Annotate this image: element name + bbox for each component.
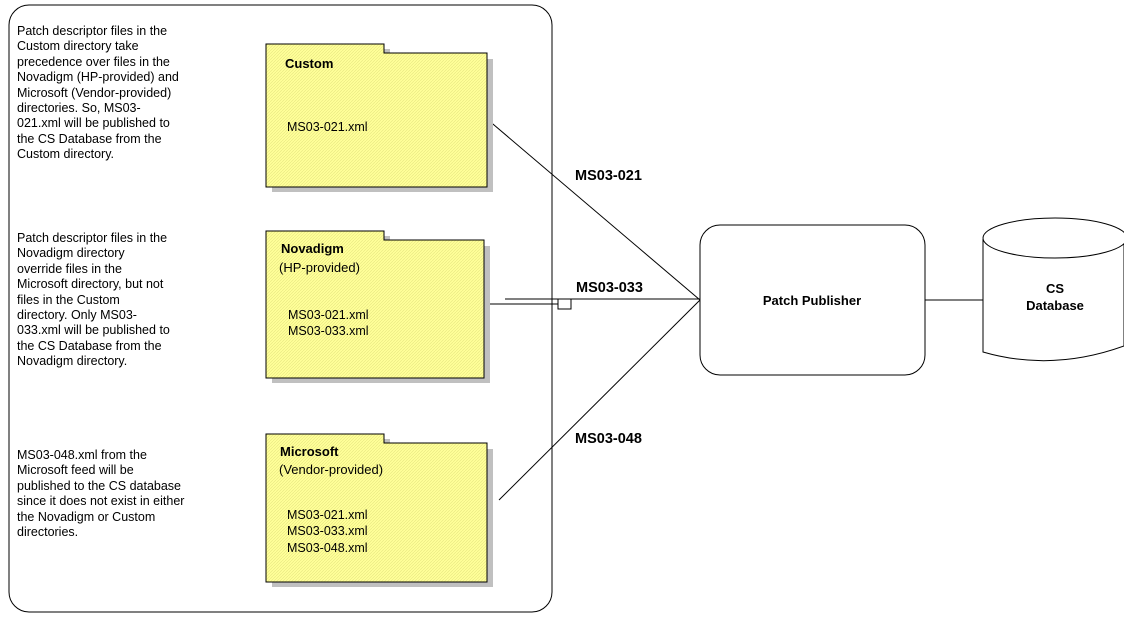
folder-novadigm-file-2: MS03-033.xml: [288, 324, 369, 338]
database-cylinder-body: [982, 239, 1124, 362]
connector-lines: [484, 118, 983, 501]
folder-custom-title: Custom: [285, 56, 333, 71]
connection-label-microsoft: MS03-048: [575, 431, 642, 447]
folder-microsoft-file-2: MS03-033.xml: [287, 524, 368, 538]
folder-microsoft-subtitle: (Vendor-provided): [279, 462, 383, 477]
description-microsoft: MS03-048.xml from the Microsoft feed wil…: [17, 448, 185, 540]
folder-microsoft-file-3: MS03-048.xml: [287, 541, 368, 555]
database-label-line1: CS: [1046, 281, 1064, 296]
patch-publisher-node: Patch Publisher: [699, 224, 926, 376]
folder-microsoft-title: Microsoft: [280, 444, 339, 459]
folder-novadigm-title: Novadigm: [281, 241, 344, 256]
description-custom: Patch descriptor files in the Custom dir…: [17, 24, 179, 162]
folder-novadigm-subtitle: (HP-provided): [279, 260, 360, 275]
connection-label-novadigm: MS03-033: [576, 280, 643, 296]
folder-novadigm-file-1: MS03-021.xml: [288, 308, 369, 322]
folder-microsoft: Microsoft (Vendor-provided) MS03-021.xml…: [265, 433, 493, 587]
patch-publisher-box: [699, 224, 926, 376]
connector-novadigm-stub: [557, 298, 572, 310]
connector-custom: [486, 118, 701, 301]
connector-microsoft: [498, 299, 701, 501]
folder-microsoft-file-1: MS03-021.xml: [287, 508, 368, 522]
database-cylinder-top: [982, 217, 1124, 259]
folder-custom-file: MS03-021.xml: [287, 120, 368, 134]
database-label-line2: Database: [1026, 298, 1084, 313]
folder-microsoft-body: [265, 433, 488, 583]
folder-custom-body: [265, 43, 488, 188]
folder-custom: Custom MS03-021.xml: [265, 43, 493, 192]
description-novadigm: Patch descriptor files in the Novadigm d…: [17, 231, 170, 369]
patch-publisher-label: Patch Publisher: [763, 293, 861, 308]
cs-database-node: CS Database: [982, 217, 1124, 362]
connection-label-custom: MS03-021: [575, 168, 642, 184]
folder-novadigm-body: [265, 230, 485, 379]
folder-novadigm: Novadigm (HP-provided) MS03-021.xml MS03…: [265, 230, 490, 383]
